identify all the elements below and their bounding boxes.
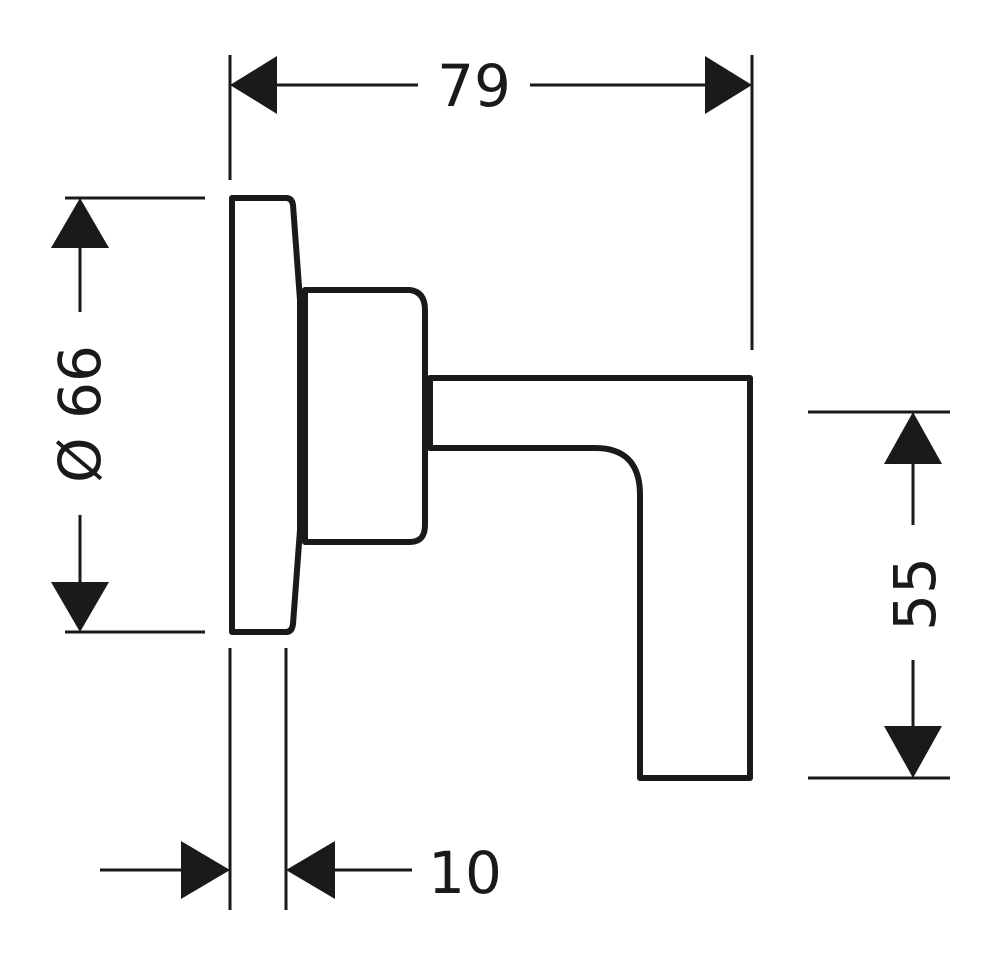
arrowhead-up <box>884 412 942 464</box>
arrowhead-right <box>705 56 752 114</box>
dimension-width: 79 <box>228 52 754 350</box>
dimension-diameter-label: Ø 66 <box>46 345 114 483</box>
dimension-depth: 10 <box>100 648 502 910</box>
arrowhead-left <box>286 841 335 899</box>
lever-handle <box>427 375 753 781</box>
arrowhead-left <box>230 56 277 114</box>
arrowhead-up <box>51 198 109 248</box>
dimension-width-label: 79 <box>437 52 511 120</box>
dimension-height-label: 55 <box>881 557 949 631</box>
arrowhead-down <box>884 726 942 778</box>
arrowhead-right <box>181 841 230 899</box>
dimension-height: 55 <box>808 410 950 780</box>
part-outline <box>229 195 753 781</box>
dimension-diameter: Ø 66 <box>46 196 205 634</box>
dimension-depth-label: 10 <box>428 839 502 907</box>
rosette-plate <box>229 195 303 635</box>
arrowhead-down <box>51 582 109 632</box>
handle-hub <box>302 287 428 545</box>
